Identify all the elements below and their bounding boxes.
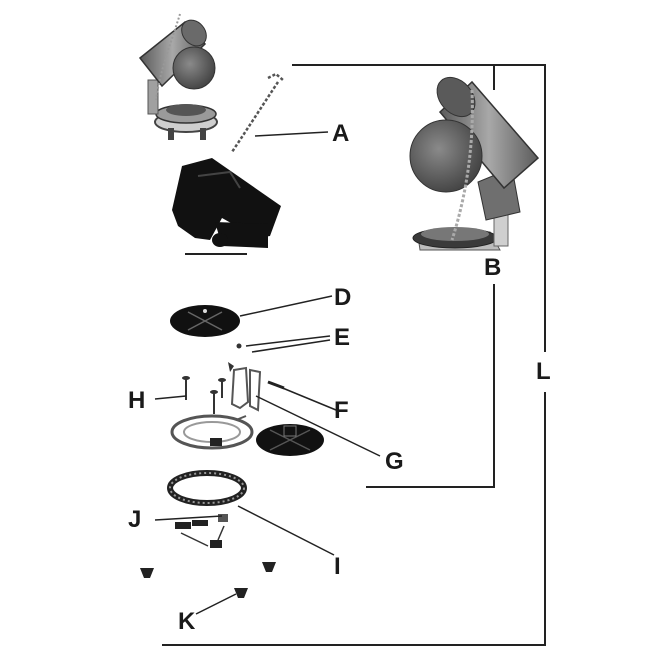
large-flapper-assembly <box>409 76 540 251</box>
callout-L: L <box>536 358 551 385</box>
callout-I: I <box>334 553 341 580</box>
callout-K: K <box>178 608 196 635</box>
small-flapper-assembly <box>138 13 218 140</box>
disc-part <box>170 305 240 337</box>
leader-lines <box>154 131 381 615</box>
gasket-ring-part <box>167 470 247 506</box>
seal-disc-part <box>256 424 324 456</box>
callout-D: D <box>334 284 352 311</box>
callout-F: F <box>334 397 349 424</box>
rubber-feet-part <box>140 562 276 598</box>
clips-part <box>175 514 228 548</box>
flapper-body-part <box>172 158 281 255</box>
base-plate-part <box>170 414 254 450</box>
small-fittings-part <box>228 343 242 372</box>
assembly-bracket-lines <box>162 64 546 646</box>
callout-G: G <box>385 448 404 475</box>
callout-J: J <box>128 506 142 533</box>
callout-B: B <box>484 254 502 281</box>
bracket-part <box>230 366 285 412</box>
callout-E: E <box>334 324 351 351</box>
callout-H: H <box>128 387 146 414</box>
callout-A: A <box>332 120 350 147</box>
screws-part <box>182 376 226 414</box>
chain-part <box>230 72 284 153</box>
